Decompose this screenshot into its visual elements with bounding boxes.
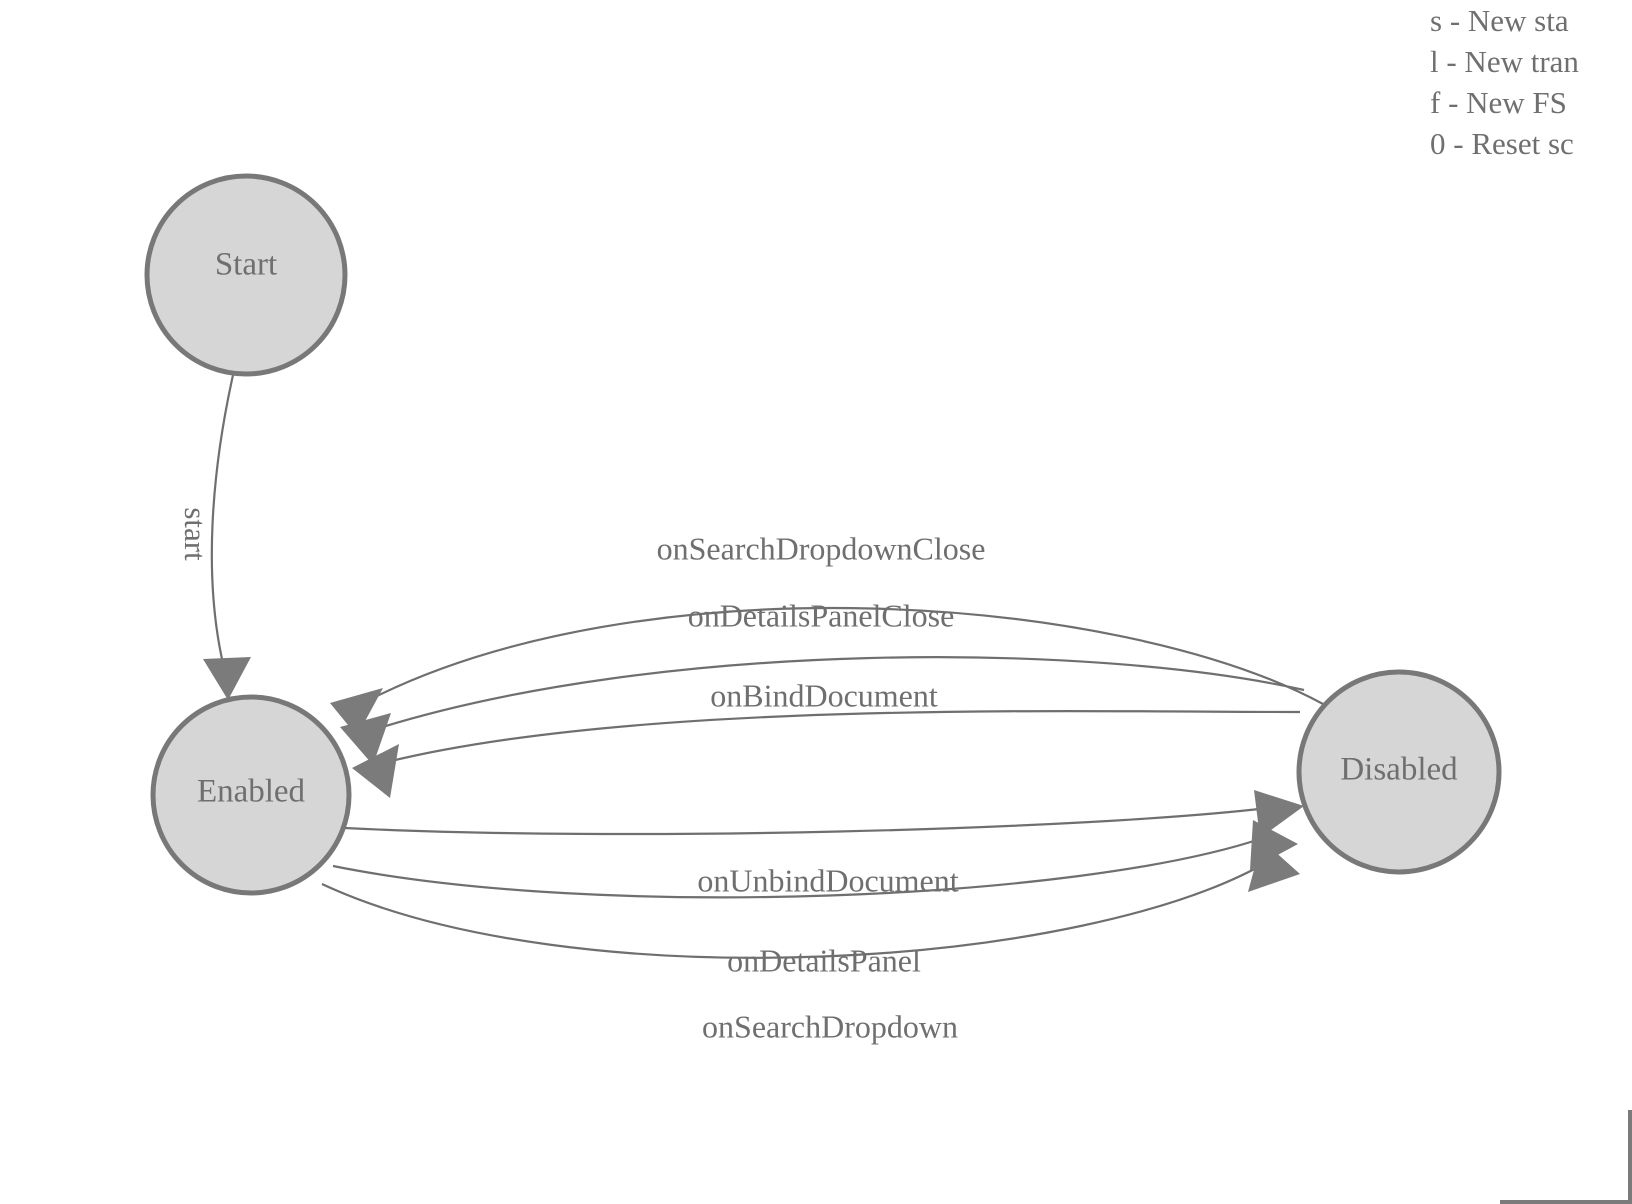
edge-label-on-details-panel-close: onDetailsPanelClose <box>688 597 955 633</box>
edge-on-bind-document-path <box>386 709 1301 764</box>
viewport-border-bottom <box>1500 1200 1632 1204</box>
edge-on-details-panel-close[interactable] <box>340 656 1305 765</box>
edge-on-search-dropdown[interactable] <box>321 840 1300 959</box>
edge-on-search-dropdown-path <box>321 857 1275 959</box>
viewport-border-right <box>1628 1110 1632 1204</box>
edge-on-unbind-document-path <box>344 806 1269 836</box>
node-disabled-label: Disabled <box>1340 752 1458 788</box>
edge-label-start: start <box>178 507 213 561</box>
node-disabled-circle[interactable] <box>1296 669 1502 875</box>
edge-on-bind-document-arrowhead <box>352 744 399 798</box>
edge-label-on-details-panel: onDetailsPanel <box>727 942 921 978</box>
node-enabled[interactable]: Enabled <box>150 694 352 896</box>
edge-start-path <box>210 374 235 673</box>
edge-on-unbind-document-arrowhead <box>1254 790 1304 838</box>
edge-on-details-panel-close-path <box>375 656 1305 731</box>
edge-on-search-dropdown-arrowhead <box>1248 840 1300 892</box>
node-enabled-circle[interactable] <box>150 694 352 896</box>
edge-label-on-search-dropdown: onSearchDropdown <box>702 1008 958 1044</box>
edge-on-unbind-document[interactable] <box>344 790 1304 838</box>
edge-on-details-panel-close-arrowhead <box>340 713 391 765</box>
edge-label-on-search-dropdown-close: onSearchDropdownClose <box>657 530 986 566</box>
edge-on-search-dropdown-close-path <box>364 606 1324 705</box>
node-start[interactable]: Start <box>144 173 348 377</box>
node-start-circle[interactable] <box>144 173 348 377</box>
node-disabled[interactable]: Disabled <box>1296 669 1502 875</box>
edge-on-search-dropdown-close-arrowhead <box>330 688 383 736</box>
edge-start[interactable] <box>203 374 251 700</box>
node-enabled-label: Enabled <box>197 774 306 810</box>
edge-on-bind-document[interactable] <box>352 709 1301 798</box>
edge-on-details-panel-path <box>332 836 1264 899</box>
node-start-label: Start <box>215 247 277 283</box>
edge-label-on-bind-document: onBindDocument <box>710 677 938 713</box>
edge-label-on-unbind-document: onUnbindDocument <box>697 862 958 898</box>
edge-on-search-dropdown-close[interactable] <box>330 606 1324 736</box>
edge-start-arrowhead <box>203 657 251 700</box>
